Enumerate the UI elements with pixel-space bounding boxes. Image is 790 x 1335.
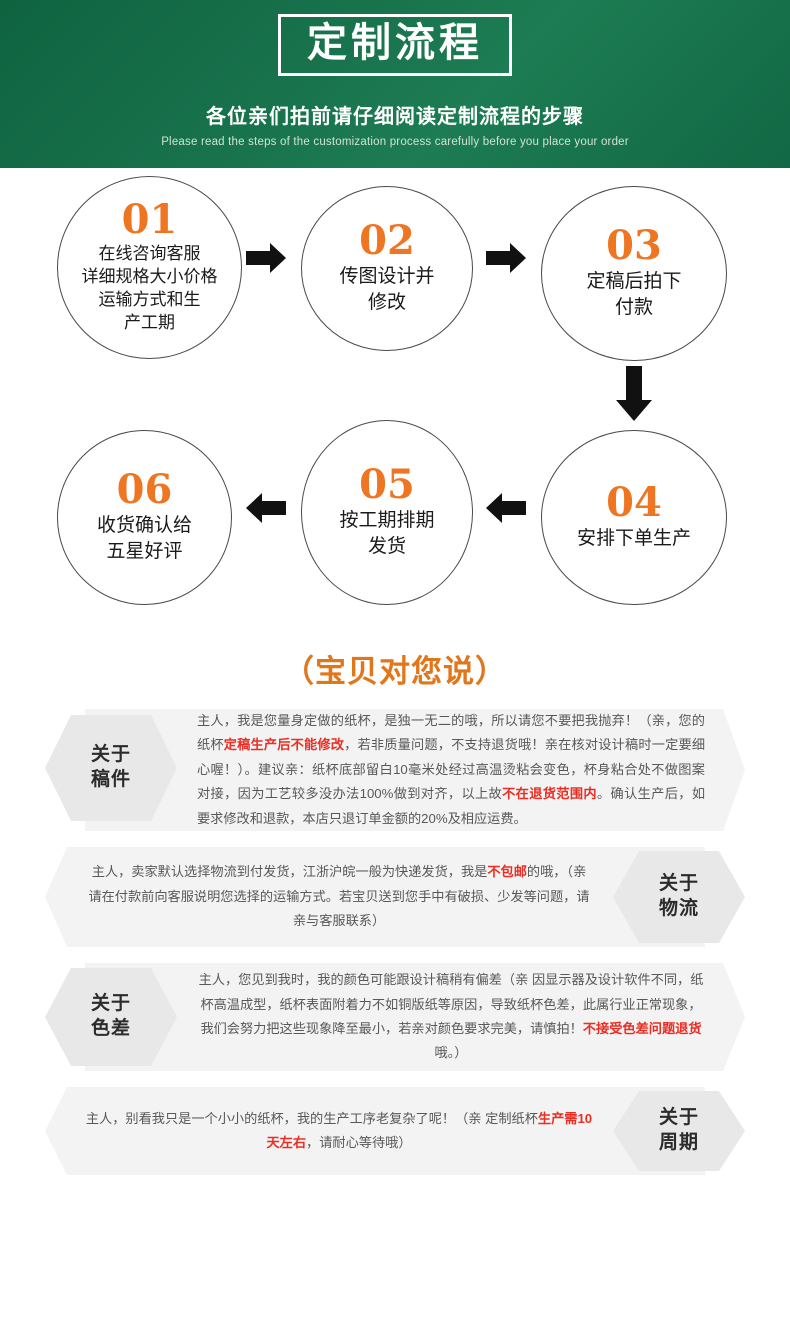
info-panel-label-line2: 周期 [658,1132,699,1153]
info-panel-body: 主人，您见到我时，我的颜色可能跟设计稿稍有偏差（亲 因显示器及设计软件不同，纸杯… [85,963,745,1071]
arrow-down-icon [612,364,656,424]
info-panel-label-line2: 稿件 [90,769,131,790]
info-panel-body: 主人，我是您量身定做的纸杯，是独一无二的哦，所以请您不要把我抛弃！（亲，您的纸杯… [85,709,745,831]
flow-step-label: 按工期排期 发货 [339,510,435,557]
flow-step-01: 01 在线咨询客服 详细规格大小价格 运输方式和生 产工期 [57,176,242,359]
flow-step-number: 03 [606,222,662,270]
info-panel-label-line2: 色差 [90,1018,131,1039]
flow-step-number: 04 [606,479,662,527]
info-panel-text: 主人，别看我只是一个小小的纸杯，我的生产工序老复杂了呢！（亲 定制纸杯生产需10… [85,1110,593,1150]
flow-step-number: 05 [359,461,415,509]
page-header: 定制流程 各位亲们拍前请仔细阅读定制流程的步骤 Please read the … [0,0,790,168]
info-panel-text: 主人，您见到我时，我的颜色可能跟设计稿稍有偏差（亲 因显示器及设计软件不同，纸杯… [198,972,704,1061]
info-panel-label-line1: 关于 [658,873,699,895]
arrow-right-icon [244,236,288,280]
flow-step-06: 06 收货确认给 五星好评 [57,430,232,605]
info-panel-label-logistics: 关于 物流 [613,851,745,943]
arrow-left-icon [484,486,528,530]
flow-step-number: 01 [121,196,178,244]
info-panel-label-manuscript: 关于 稿件 [45,715,177,821]
info-panel-text: 主人，我是您量身定做的纸杯，是独一无二的哦，所以请您不要把我抛弃！（亲，您的纸杯… [197,712,706,826]
info-panel-text: 主人，卖家默认选择物流到付发货，江浙沪皖一般为快递发货，我是不包邮的哦，（亲 请… [88,864,590,929]
info-panel-body: 主人，别看我只是一个小小的纸杯，我的生产工序老复杂了呢！（亲 定制纸杯生产需10… [45,1087,705,1175]
page-title: 定制流程 [307,20,483,66]
arrow-right-icon [484,236,528,280]
info-panel-label-line2: 物流 [658,898,699,919]
info-panel-label-line1: 关于 [658,1107,699,1129]
flow-step-04: 04 安排下单生产 [541,430,727,605]
flow-step-label: 定稿后拍下 付款 [586,271,682,318]
info-panel-list: 主人，我是您量身定做的纸杯，是独一无二的哦，所以请您不要把我抛弃！（亲，您的纸杯… [0,709,790,1175]
flow-step-label: 收货确认给 五星好评 [96,515,192,562]
info-panel-label-line1: 关于 [90,993,131,1015]
flow-step-number: 06 [116,466,173,514]
info-panel-body: 主人，卖家默认选择物流到付发货，江浙沪皖一般为快递发货，我是不包邮的哦，（亲 请… [45,847,705,947]
flow-step-label: 在线咨询客服 详细规格大小价格 运输方式和生 产工期 [81,244,218,332]
header-subtitle-cn: 各位亲们拍前请仔细阅读定制流程的步骤 [206,106,584,128]
info-panel-label-lead-time: 关于 周期 [613,1091,745,1171]
info-panel-lead-time: 主人，别看我只是一个小小的纸杯，我的生产工序老复杂了呢！（亲 定制纸杯生产需10… [45,1087,745,1175]
info-panel-color-difference: 主人，您见到我时，我的颜色可能跟设计稿稍有偏差（亲 因显示器及设计软件不同，纸杯… [45,963,745,1071]
header-subtitle-en: Please read the steps of the customizati… [161,136,629,148]
flow-step-number: 02 [359,217,415,265]
page-title-box: 定制流程 [278,14,512,76]
process-flow-diagram: 01 在线咨询客服 详细规格大小价格 运输方式和生 产工期 02 传图设计并 修… [0,168,790,668]
flow-step-label: 传图设计并 修改 [339,266,435,313]
flow-step-03: 03 定稿后拍下 付款 [541,186,727,361]
baby-says-title: （宝贝对您说） [283,654,507,689]
flow-step-02: 02 传图设计并 修改 [301,186,473,351]
arrow-left-icon [244,486,288,530]
info-panel-label-color-difference: 关于 色差 [45,968,177,1066]
info-panel-manuscript: 主人，我是您量身定做的纸杯，是独一无二的哦，所以请您不要把我抛弃！（亲，您的纸杯… [45,709,745,831]
info-panel-logistics: 主人，卖家默认选择物流到付发货，江浙沪皖一般为快递发货，我是不包邮的哦，（亲 请… [45,847,745,947]
flow-step-05: 05 按工期排期 发货 [301,420,473,605]
info-panel-label-line1: 关于 [90,744,131,766]
flow-step-label: 安排下单生产 [576,528,691,550]
